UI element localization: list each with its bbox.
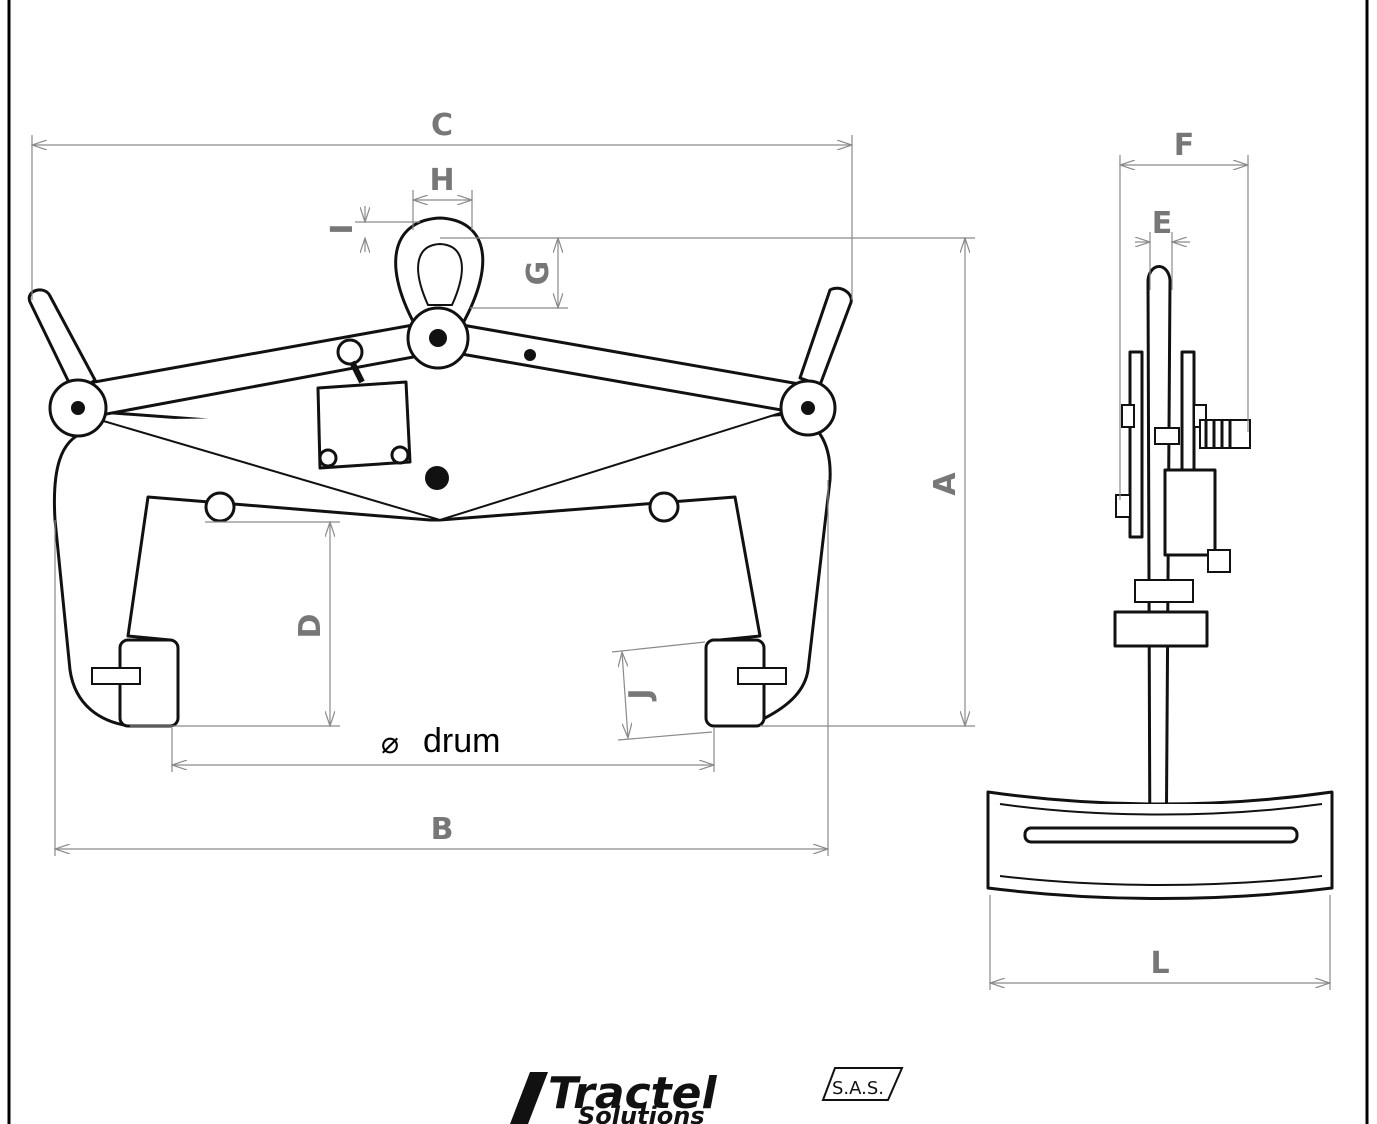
lower-arm xyxy=(99,409,791,522)
side-dimensions xyxy=(990,155,1330,990)
logo-runner-icon xyxy=(510,1072,548,1124)
side-lock xyxy=(1163,468,1217,557)
center-bolt xyxy=(425,466,449,490)
label-g: G xyxy=(521,261,556,286)
front-dimensions xyxy=(32,135,975,856)
svg-text:Solutions: Solutions xyxy=(578,1102,705,1124)
label-h: H xyxy=(429,163,454,198)
label-i: I xyxy=(325,223,360,234)
side-view xyxy=(986,265,1334,900)
upper-link-right xyxy=(443,320,812,417)
svg-text:Tractel: Tractel xyxy=(548,1068,718,1119)
lever-left xyxy=(27,288,97,397)
label-d: D xyxy=(293,614,328,639)
label-f: F xyxy=(1174,128,1195,163)
drum-label: drum xyxy=(423,722,500,760)
front-view xyxy=(27,216,853,728)
tractel-logo: Tractel Solutions S.A.S. xyxy=(510,1067,904,1124)
diameter-symbol: ⌀ xyxy=(381,727,399,760)
side-plate xyxy=(1146,265,1172,882)
roller-right xyxy=(648,491,680,523)
side-bracket-left xyxy=(1128,350,1144,539)
label-b: B xyxy=(431,812,454,847)
label-l: L xyxy=(1150,946,1169,981)
side-base xyxy=(986,790,1334,900)
label-e: E xyxy=(1152,206,1173,241)
roller-left xyxy=(204,491,236,523)
label-j: J xyxy=(623,688,658,701)
side-pad xyxy=(1023,826,1299,844)
label-c: C xyxy=(431,108,453,143)
label-a: A xyxy=(928,472,963,496)
svg-text:S.A.S.: S.A.S. xyxy=(832,1078,884,1099)
side-block xyxy=(1113,610,1209,648)
lever-right xyxy=(798,286,853,387)
lock-box xyxy=(316,380,412,470)
